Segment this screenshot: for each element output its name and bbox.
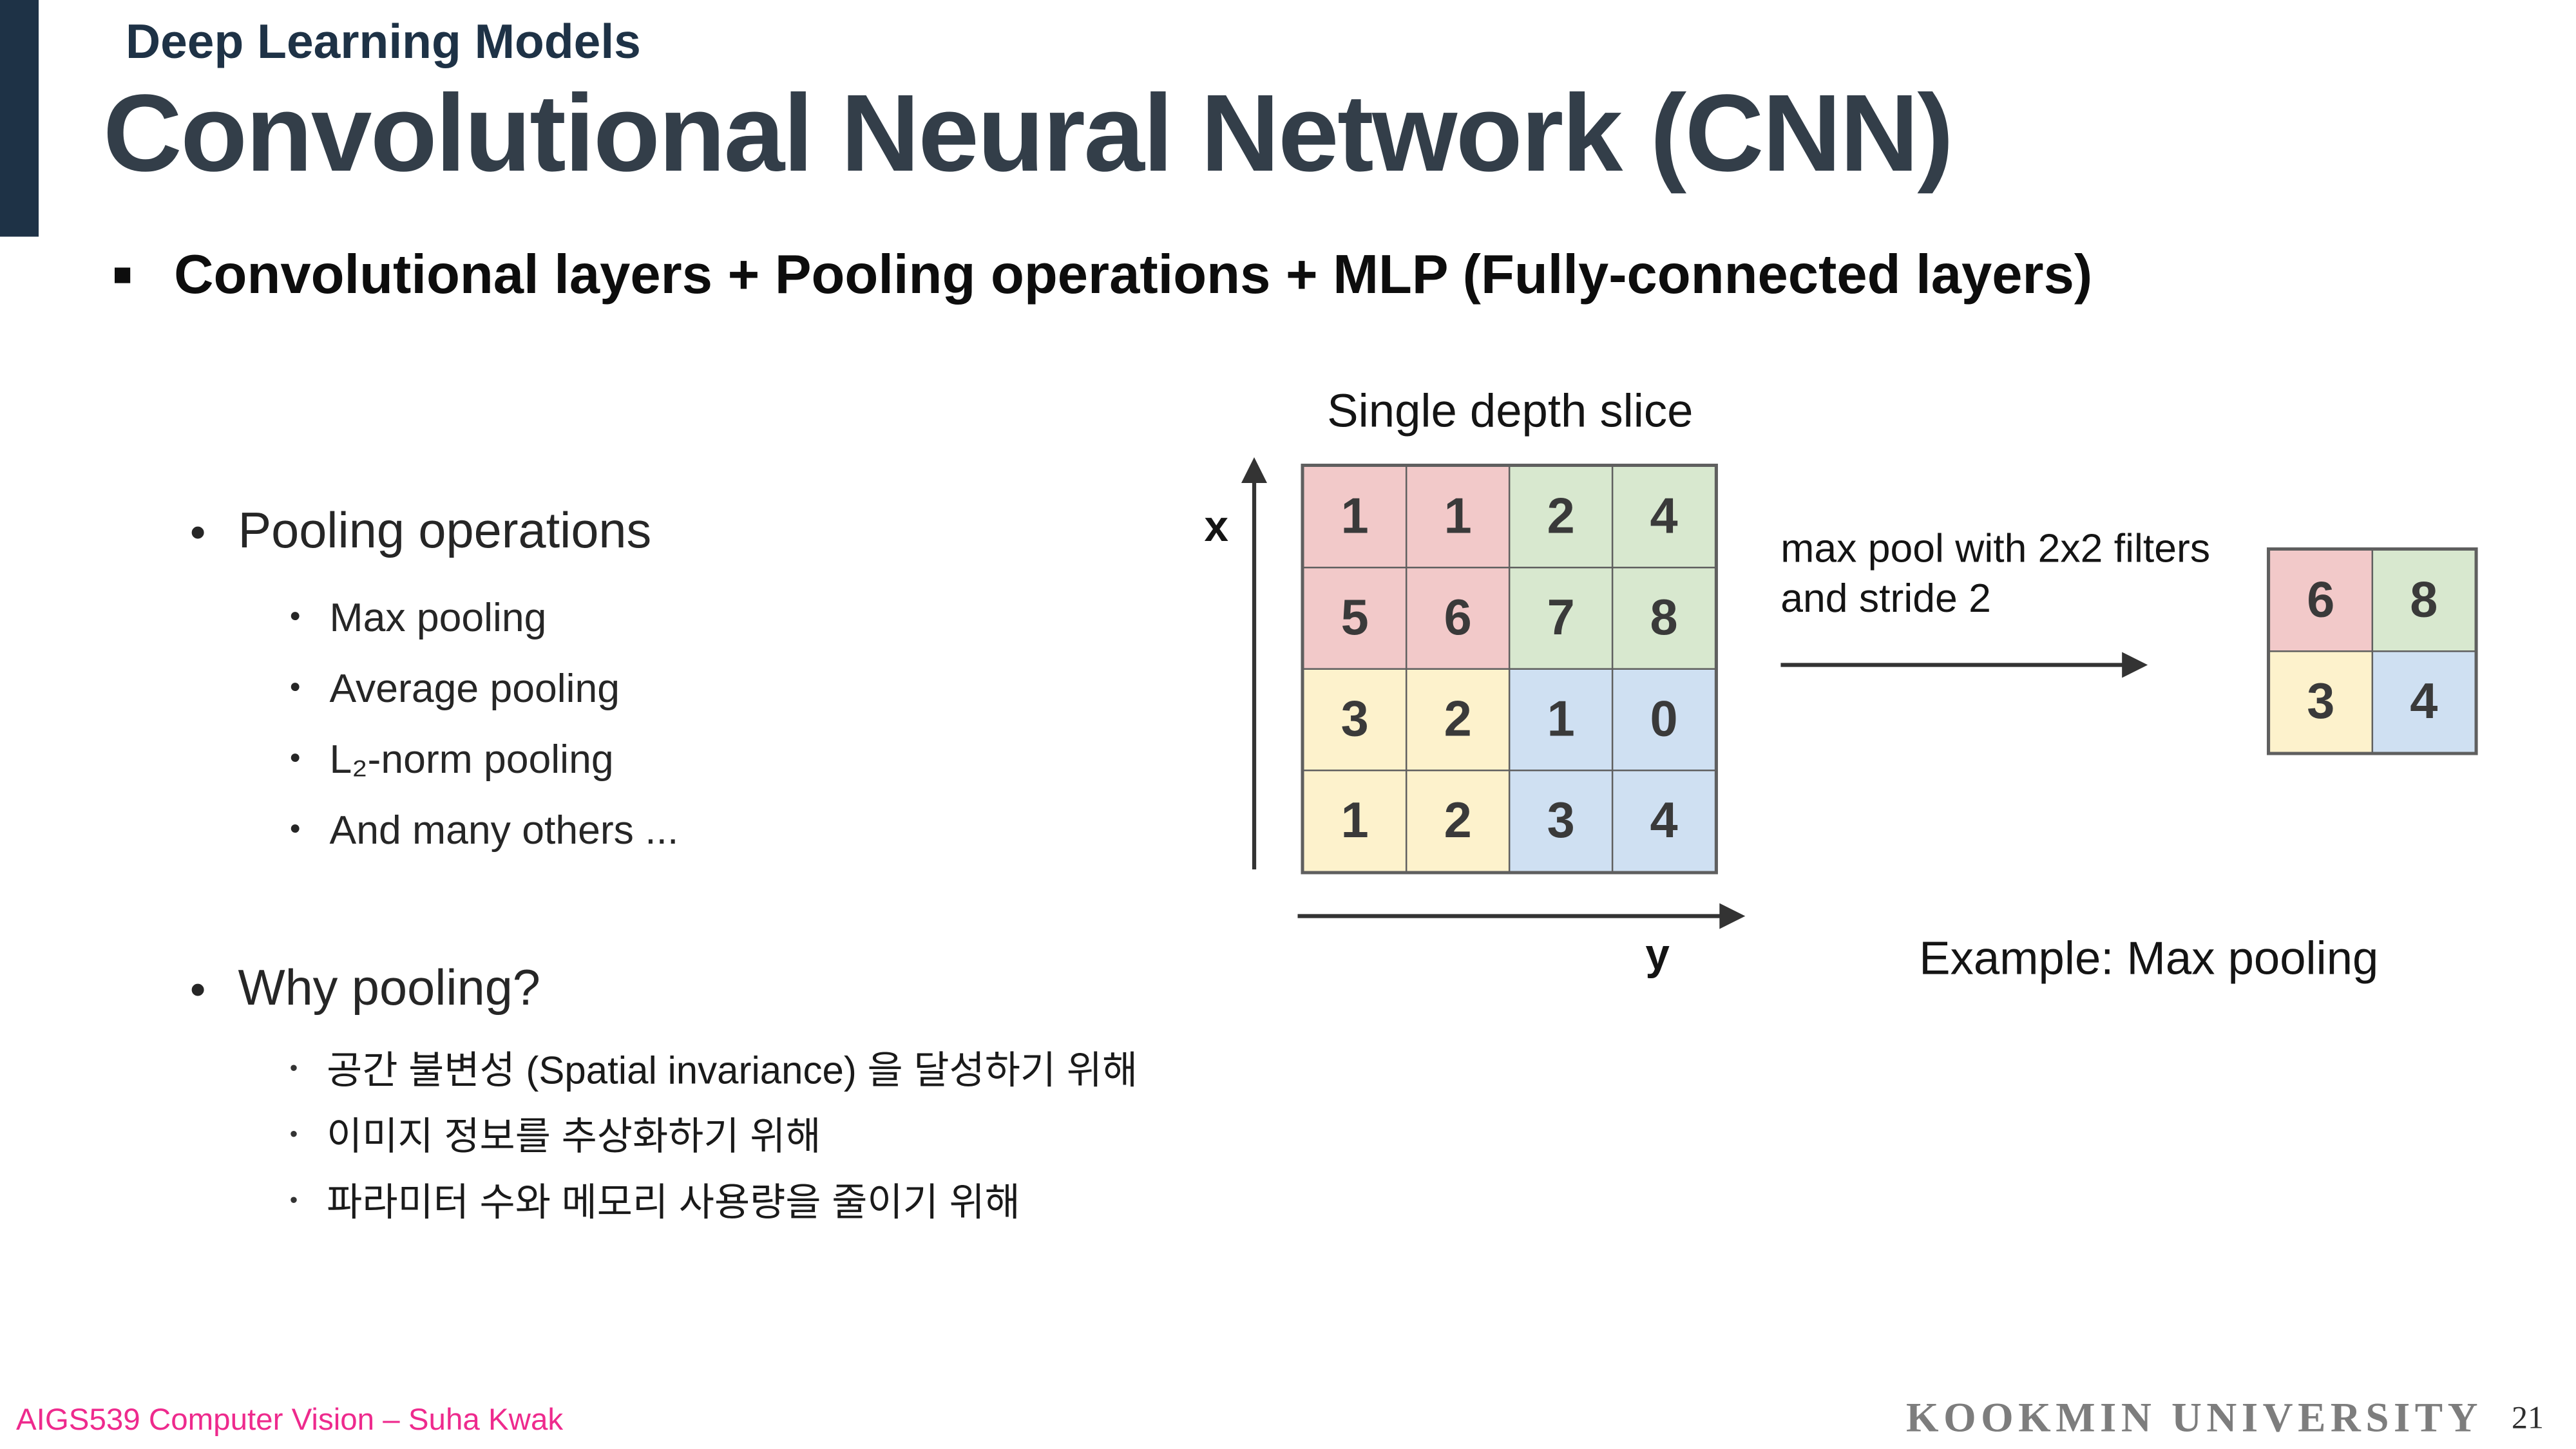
grid-cell: 4 <box>1613 467 1715 567</box>
grid-cell: 6 <box>1407 568 1509 668</box>
list-item-text: And many others ... <box>329 807 679 853</box>
list-item-text: 이미지 정보를 추상화하기 위해 <box>327 1115 821 1160</box>
grid-cell: 0 <box>1613 670 1715 770</box>
diagram-title: Single depth slice <box>1327 386 1693 438</box>
grid-cell: 8 <box>2373 551 2475 650</box>
university-logo: KOOKMIN UNIVERSITY <box>1906 1394 2483 1441</box>
page-number: 21 <box>2512 1401 2544 1436</box>
y-axis-arrow <box>1297 903 1746 929</box>
summary-bullet-row: ■ Convolutional layers + Pooling operati… <box>113 245 2092 308</box>
bullet-icon: • <box>289 813 301 848</box>
grid-cell: 1 <box>1407 467 1509 567</box>
list-item: • Max pooling <box>290 583 678 654</box>
list-item-text: 파라미터 수와 메모리 사용량을 줄이기 위해 <box>327 1182 1020 1226</box>
pool-arrow <box>1780 652 2148 678</box>
bullet-icon: • <box>289 671 301 706</box>
grid-cell: 3 <box>1304 670 1406 770</box>
bullet-icon: • <box>189 507 206 558</box>
slide-subtitle: Deep Learning Models <box>125 16 641 70</box>
y-axis-label: y <box>1645 931 1670 979</box>
why-list: • 공간 불변성 (Spatial invariance) 을 달성하기 위해 … <box>290 1034 1138 1232</box>
grid-cell: 5 <box>1304 568 1406 668</box>
grid-cell: 3 <box>2270 652 2372 752</box>
list-item-text: 공간 불변성 (Spatial invariance) 을 달성하기 위해 <box>327 1050 1138 1094</box>
bullet-icon: • <box>289 1186 298 1212</box>
grid-cell: 8 <box>1613 568 1715 668</box>
list-item: • 파라미터 수와 메모리 사용량을 줄이기 위해 <box>290 1166 1138 1232</box>
bullet-icon: • <box>289 600 301 635</box>
example-caption: Example: Max pooling <box>1919 934 2379 985</box>
accent-bar <box>0 0 39 237</box>
list-item: • Average pooling <box>290 654 678 724</box>
list-item-text: Max pooling <box>329 594 547 640</box>
pooling-heading: Pooling operations <box>238 502 652 559</box>
pooling-heading-row: • Pooling operations <box>190 502 651 560</box>
footer-course-label: AIGS539 Computer Vision – Suha Kwak <box>15 1404 564 1438</box>
grid-cell: 2 <box>1510 467 1612 567</box>
list-item: • L₂-norm pooling <box>290 724 678 795</box>
x-axis-arrow <box>1241 457 1268 869</box>
list-item: • 이미지 정보를 추상화하기 위해 <box>290 1100 1138 1166</box>
why-heading: Why pooling? <box>238 960 540 1016</box>
grid-cell: 3 <box>1510 771 1612 871</box>
bullet-icon: • <box>289 742 301 777</box>
list-item: • And many others ... <box>290 795 678 866</box>
list-item-text: Average pooling <box>329 665 620 711</box>
list-item-text: L₂-norm pooling <box>329 736 614 782</box>
pooling-list: • Max pooling • Average pooling • L₂-nor… <box>290 583 678 866</box>
grid-cell: 6 <box>2270 551 2372 650</box>
bullet-icon: • <box>189 964 206 1015</box>
grid-cell: 1 <box>1304 467 1406 567</box>
grid-cell: 7 <box>1510 568 1612 668</box>
summary-text: Convolutional layers + Pooling operation… <box>174 245 2093 306</box>
grid-cell: 2 <box>1407 771 1509 871</box>
x-axis-label: x <box>1204 502 1229 551</box>
bullet-icon: • <box>289 1054 298 1080</box>
grid-cell: 2 <box>1407 670 1509 770</box>
pool-arrow-label: max pool with 2x2 filters and stride 2 <box>1780 526 2211 622</box>
grid-cell: 4 <box>2373 652 2475 752</box>
page-title: Convolutional Neural Network (CNN) <box>102 72 1954 195</box>
bullet-icon: • <box>289 1119 298 1146</box>
why-heading-row: • Why pooling? <box>190 960 540 1018</box>
list-item: • 공간 불변성 (Spatial invariance) 을 달성하기 위해 <box>290 1034 1138 1100</box>
grid-cell: 4 <box>1613 771 1715 871</box>
square-bullet-icon: ■ <box>112 258 133 293</box>
grid-cell: 1 <box>1510 670 1612 770</box>
grid-cell: 1 <box>1304 771 1406 871</box>
